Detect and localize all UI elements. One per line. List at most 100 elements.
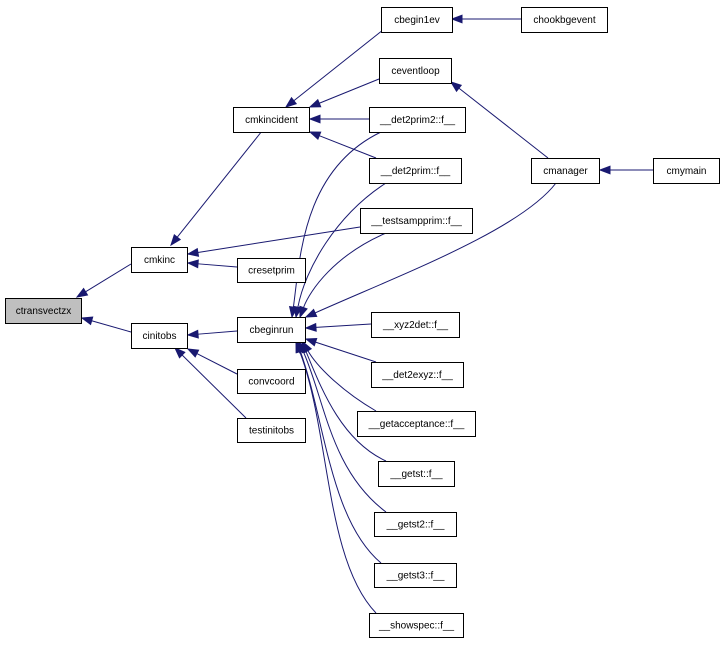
edges-layer [75, 14, 653, 614]
node-label: __getacceptance::f__ [368, 419, 465, 430]
arrowhead-cmanager-to-cbeginrun [304, 308, 318, 318]
node-label: __getst2::f__ [386, 520, 445, 531]
node-cinitobs[interactable]: cinitobs [131, 323, 188, 349]
node-box[interactable] [653, 158, 720, 184]
arrowhead-cbegin1ev-to-cmkincident [284, 96, 298, 108]
node-cresetprim[interactable]: cresetprim [237, 258, 306, 283]
edge-cresetprim-to-cmkinc [197, 263, 238, 268]
node-box[interactable] [131, 323, 188, 349]
node-box[interactable] [369, 613, 464, 638]
node-ctransvectzx[interactable]: ctransvectzx [5, 298, 82, 324]
edge-det2prim-to-cmkincident [319, 135, 377, 159]
node-label: chookbgevent [533, 15, 595, 26]
edge-det2prim-to-cbeginrun [297, 182, 387, 308]
edge-ceventloop-to-cmkincident [319, 78, 380, 104]
edge-cbegin1ev-to-cmkincident [293, 29, 384, 102]
node-chookbgevent[interactable]: chookbgevent [521, 7, 608, 33]
arrowhead-testsampprim-to-cbeginrun [299, 305, 308, 319]
node-label: cmanager [543, 166, 588, 177]
edge-getst3-to-cbeginrun [299, 351, 382, 564]
node-box[interactable] [379, 58, 452, 84]
arrowhead-testsampprim-to-cmkinc [186, 247, 200, 257]
node-box[interactable] [360, 208, 473, 234]
nodes-layer: ctransvectzx cmkinc cinitobs cmkincident cre… [5, 7, 720, 638]
edge-cmkinc-to-ctransvectzx [85, 263, 132, 293]
node-label: cinitobs [143, 331, 177, 342]
node-box[interactable] [371, 312, 460, 338]
edge-cmkincident-to-cmkinc [176, 130, 263, 238]
edge-getst-to-cbeginrun [305, 351, 387, 462]
node-ceventloop[interactable]: ceventloop [379, 58, 452, 84]
edge-det2prim2-to-cbeginrun [292, 131, 382, 308]
node-label: __getst::f__ [389, 469, 443, 480]
node-getacceptance[interactable]: __getacceptance::f__ [357, 411, 476, 437]
node-label: cmkincident [245, 115, 298, 126]
node-label: __testsampprim::f__ [370, 216, 462, 227]
node-getst[interactable]: __getst::f__ [378, 461, 455, 487]
node-getst2[interactable]: __getst2::f__ [374, 512, 457, 537]
arrowhead-cbeginrun-to-cinitobs [186, 329, 199, 339]
node-cmanager[interactable]: cmanager [531, 158, 600, 184]
node-box[interactable] [371, 362, 464, 388]
arrowhead-ceventloop-to-cmkincident [308, 98, 322, 108]
node-cmkinc[interactable]: cmkinc [131, 247, 188, 273]
arrowhead-chookbgevent-to-cbegin1ev [450, 14, 463, 24]
node-label: __getst3::f__ [386, 571, 445, 582]
edge-convcoord-to-cinitobs [196, 353, 238, 375]
node-label: __showspec::f__ [378, 621, 454, 632]
node-box[interactable] [237, 418, 306, 443]
arrowhead-cmymain-to-cmanager [598, 165, 611, 175]
node-box[interactable] [131, 247, 188, 273]
node-cmkincident[interactable]: cmkincident [233, 107, 310, 133]
node-convcoord[interactable]: convcoord [237, 369, 306, 394]
arrowhead-det2exyz-to-cbeginrun [304, 337, 318, 347]
node-cmymain[interactable]: cmymain [653, 158, 720, 184]
node-box[interactable] [237, 369, 306, 394]
arrowhead-cmkinc-to-ctransvectzx [75, 287, 89, 298]
node-getst3[interactable]: __getst3::f__ [374, 563, 457, 588]
arrowhead-testinitobs-to-cinitobs [173, 347, 186, 359]
node-label: cmymain [666, 166, 706, 177]
arrowhead-convcoord-to-cinitobs [186, 348, 200, 358]
arrowhead-cmanager-to-ceventloop [449, 81, 463, 93]
node-label: ceventloop [391, 66, 440, 77]
node-box[interactable] [381, 7, 453, 33]
node-det2exyz[interactable]: __det2exyz::f__ [371, 362, 464, 388]
node-box[interactable] [374, 563, 457, 588]
node-testsampprim[interactable]: __testsampprim::f__ [360, 208, 473, 234]
edge-cinitobs-to-ctransvectzx [91, 320, 132, 333]
node-label: __det2exyz::f__ [381, 370, 453, 381]
node-xyz2det[interactable]: __xyz2det::f__ [371, 312, 460, 338]
node-cbeginrun[interactable]: cbeginrun [237, 317, 306, 343]
node-label: testinitobs [249, 426, 294, 437]
node-box[interactable] [237, 258, 306, 283]
node-det2prim[interactable]: __det2prim::f__ [369, 158, 462, 184]
edge-testsampprim-to-cmkinc [197, 226, 361, 253]
node-label: convcoord [248, 377, 294, 388]
node-box[interactable] [357, 411, 476, 437]
node-cbegin1ev[interactable]: cbegin1ev [381, 7, 453, 33]
node-box[interactable] [531, 158, 600, 184]
node-box[interactable] [237, 317, 306, 343]
arrowhead-showspec-to-cbeginrun [295, 340, 304, 354]
node-label: cmkinc [144, 255, 175, 266]
edge-testsampprim-to-cbeginrun [303, 232, 387, 308]
node-label: __det2prim::f__ [380, 166, 451, 177]
edge-showspec-to-cbeginrun [299, 351, 377, 614]
node-box[interactable] [369, 107, 466, 133]
arrowhead-cmkincident-to-cmkinc [170, 233, 182, 247]
node-det2prim2[interactable]: __det2prim2::f__ [369, 107, 466, 133]
node-box[interactable] [378, 461, 455, 487]
node-box[interactable] [369, 158, 462, 184]
node-testinitobs[interactable]: testinitobs [237, 418, 306, 443]
node-label: cbegin1ev [394, 15, 440, 26]
node-label: ctransvectzx [16, 306, 72, 317]
node-box[interactable] [521, 7, 608, 33]
arrowhead-det2prim-to-cmkincident [308, 131, 322, 141]
node-box[interactable] [5, 298, 82, 324]
node-showspec[interactable]: __showspec::f__ [369, 613, 464, 638]
node-box[interactable] [233, 107, 310, 133]
node-box[interactable] [374, 512, 457, 537]
edge-cmanager-to-ceventloop [458, 87, 549, 159]
